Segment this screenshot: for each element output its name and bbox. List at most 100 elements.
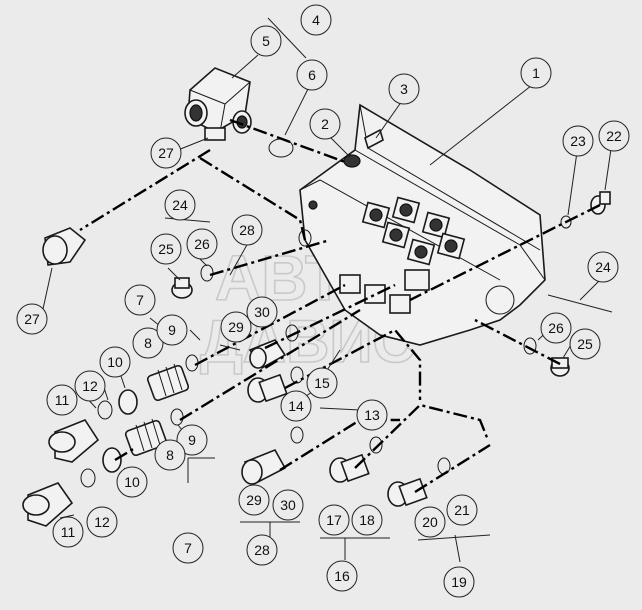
coil-8-upper — [146, 363, 190, 402]
callout-number: 8 — [144, 335, 152, 351]
callout-c20: 20 — [414, 506, 446, 538]
callout-c19: 19 — [443, 566, 475, 598]
callout-circle — [272, 489, 304, 521]
callout-number: 29 — [246, 492, 262, 508]
callout-c24b: 24 — [587, 251, 619, 283]
callout-circle — [250, 25, 282, 57]
callout-number: 7 — [184, 540, 192, 556]
callout-number: 27 — [24, 311, 40, 327]
callout-c24a: 24 — [164, 189, 196, 221]
callout-c26a: 26 — [186, 228, 218, 260]
nut-10-upper — [118, 389, 138, 415]
callout-c3: 3 — [388, 73, 420, 105]
callout-c10a: 10 — [99, 346, 131, 378]
callout-number: 30 — [280, 497, 296, 513]
callout-number: 11 — [55, 392, 70, 408]
cartridge-29-lower — [241, 448, 287, 485]
callout-number: 18 — [359, 512, 375, 528]
callout-number: 22 — [606, 128, 622, 144]
callout-number: 10 — [107, 354, 123, 370]
callout-circle — [246, 534, 278, 566]
callout-number: 11 — [61, 524, 76, 540]
callout-circle — [132, 327, 164, 359]
valve-ports — [308, 154, 515, 315]
callout-number: 3 — [400, 81, 408, 97]
callout-number: 20 — [422, 514, 438, 530]
callout-number: 23 — [570, 133, 586, 149]
callout-number: 15 — [314, 375, 330, 391]
callout-c12a: 12 — [74, 370, 106, 402]
callout-number: 14 — [288, 398, 304, 414]
callout-c29a: 29 — [220, 311, 252, 343]
callout-circle — [186, 228, 218, 260]
callout-c26b: 26 — [540, 312, 572, 344]
elbow-fitting-27-left — [42, 227, 87, 266]
callout-c30b: 30 — [272, 489, 304, 521]
callout-c14: 14 — [280, 390, 312, 422]
callout-number: 27 — [158, 145, 174, 161]
callout-c30a: 30 — [246, 296, 278, 328]
callout-c10b: 10 — [116, 466, 148, 498]
callout-number: 24 — [172, 197, 188, 213]
callout-circle — [74, 370, 106, 402]
callout-number: 19 — [451, 574, 467, 590]
callout-number: 26 — [194, 236, 210, 252]
callout-c28a: 28 — [231, 214, 263, 246]
callout-c18: 18 — [351, 504, 383, 536]
callout-circle — [351, 504, 383, 536]
connector-11-lower — [22, 482, 74, 527]
callout-c11b: 11 — [52, 516, 84, 548]
callout-c15: 15 — [306, 367, 338, 399]
callout-number: 29 — [228, 319, 244, 335]
callout-number: 4 — [312, 12, 320, 28]
callout-circle — [150, 233, 182, 265]
callout-circle — [540, 312, 572, 344]
leader-lines — [42, 17, 613, 563]
valve-20 — [387, 477, 428, 507]
callout-number: 30 — [254, 304, 270, 320]
callout-circle — [414, 506, 446, 538]
callout-circle — [569, 328, 601, 360]
callout-circle — [46, 384, 78, 416]
callout-c6: 6 — [296, 59, 328, 91]
callout-c29b: 29 — [238, 484, 270, 516]
callout-number: 28 — [254, 542, 270, 558]
callout-c16: 16 — [326, 560, 358, 592]
callout-c11a: 11 — [46, 384, 78, 416]
callout-number: 25 — [577, 336, 593, 352]
callout-circle — [446, 494, 478, 526]
callout-circle — [164, 189, 196, 221]
callout-c27a: 27 — [150, 137, 182, 169]
connector-11-upper — [48, 419, 100, 463]
callout-number: 1 — [532, 65, 540, 81]
oring-30-lower — [290, 426, 304, 444]
callout-circle — [238, 484, 270, 516]
callout-number: 7 — [136, 292, 144, 308]
callout-number: 25 — [158, 241, 174, 257]
callout-c5: 5 — [250, 25, 282, 57]
solenoid-housing — [184, 67, 252, 141]
callout-number: 24 — [595, 259, 611, 275]
callout-circle — [326, 560, 358, 592]
callout-circle — [154, 439, 186, 471]
callout-c23: 23 — [562, 125, 594, 157]
callout-circle — [231, 214, 263, 246]
oring-23 — [560, 215, 572, 229]
callout-circle — [246, 296, 278, 328]
callout-number: 12 — [94, 514, 110, 530]
nut-10-lower — [102, 447, 122, 473]
callout-c4: 4 — [300, 4, 332, 36]
callout-circle — [306, 367, 338, 399]
callout-c8a: 8 — [132, 327, 164, 359]
fitting-2 — [343, 154, 361, 168]
callout-c9b: 9 — [176, 424, 208, 456]
callout-circle — [356, 399, 388, 431]
callout-c1: 1 — [520, 57, 552, 89]
callout-circle — [562, 125, 594, 157]
callout-circle — [86, 506, 118, 538]
callout-c25b: 25 — [569, 328, 601, 360]
coil-8-lower — [124, 418, 168, 457]
valve-14 — [247, 373, 288, 403]
fitting-25-left — [171, 277, 193, 299]
callout-circle — [300, 4, 332, 36]
